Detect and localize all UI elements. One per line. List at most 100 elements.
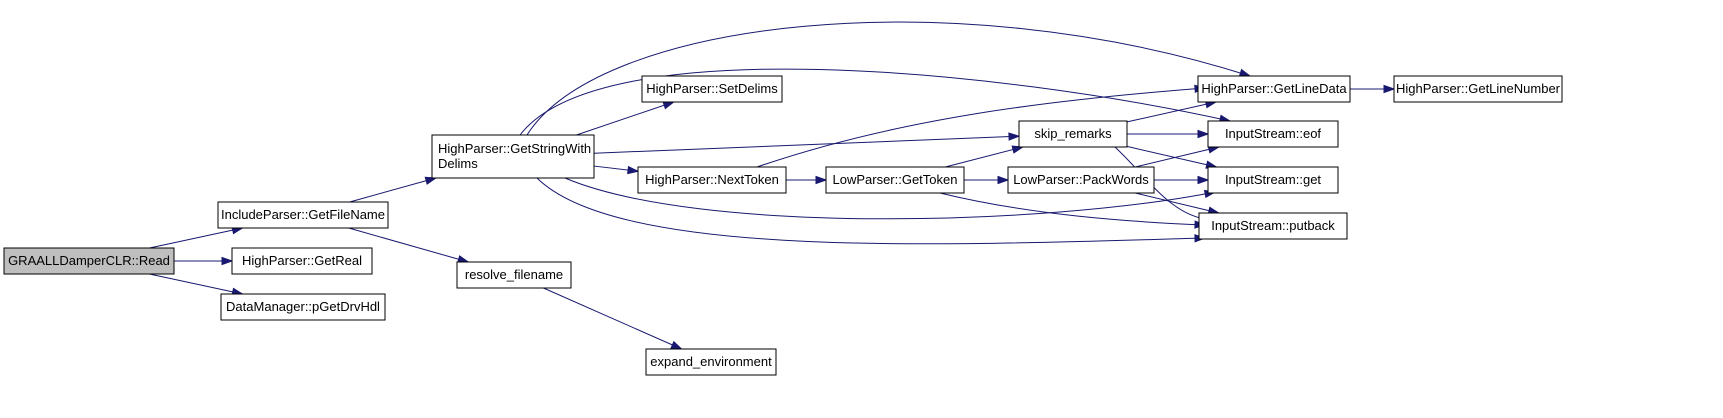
- edge-skip-remarks-to-getlinedata-line: [1126, 101, 1217, 123]
- edge-gettoken-to-putback-line: [939, 192, 1206, 226]
- nodes-layer: GRAALLDamperCLR::Read IncludeParser::GetF…: [3, 75, 1563, 376]
- edge-nexttoken-to-getlinedata: [756, 84, 1207, 168]
- node-expand-environment-box: [645, 348, 777, 376]
- node-skip-remarks-box: [1018, 120, 1128, 148]
- node-getreal-label: HighParser::GetReal: [242, 253, 362, 268]
- node-resolve-filename-label: resolve_filename: [465, 267, 563, 282]
- edge-skip-remarks-to-eof-arrowhead: [1197, 129, 1210, 139]
- node-gettoken[interactable]: LowParser::GetToken: [825, 166, 965, 194]
- node-pgetdrvhdl[interactable]: DataManager::pGetDrvHdl: [220, 293, 386, 321]
- node-gettoken-box: [825, 166, 965, 194]
- edge-getfilename-to-getstringwithdelims-line: [349, 177, 436, 203]
- edge-getstringwithdelims-to-skip-remarks: [593, 132, 1021, 154]
- node-getstringwithdelims-label-line-1: HighParser::GetStringWith: [438, 141, 591, 156]
- node-nexttoken-box: [637, 166, 787, 194]
- node-get[interactable]: InputStream::get: [1207, 166, 1339, 194]
- edge-read-to-pgetdrvhdl-line: [149, 273, 243, 295]
- node-eof[interactable]: InputStream::eof: [1207, 120, 1339, 148]
- node-getlinenumber-label: HighParser::GetLineNumber: [1396, 81, 1561, 96]
- node-expand-environment[interactable]: expand_environment: [645, 348, 777, 376]
- node-resolve-filename-box: [456, 261, 572, 289]
- node-putback[interactable]: InputStream::putback: [1198, 212, 1348, 240]
- node-pgetdrvhdl-box: [220, 293, 386, 321]
- node-packwords-box: [1007, 166, 1155, 194]
- edge-gettoken-to-skip-remarks: [945, 145, 1025, 168]
- edge-getstringwithdelims-to-eof-line: [519, 68, 1231, 136]
- edge-resolve-filename-to-expand-environment: [543, 287, 683, 350]
- node-getreal[interactable]: HighParser::GetReal: [231, 247, 373, 275]
- edge-skip-remarks-to-putback-line: [1114, 146, 1211, 221]
- edge-getstringwithdelims-to-get-line: [564, 177, 1216, 220]
- node-getlinenumber-box: [1393, 75, 1563, 103]
- node-putback-box: [1198, 212, 1348, 240]
- edge-getstringwithdelims-to-skip-remarks-line: [593, 135, 1020, 154]
- edge-gettoken-to-packwords-arrowhead: [997, 175, 1010, 185]
- edge-packwords-to-putback-line: [1135, 192, 1219, 214]
- edge-getfilename-to-getstringwithdelims-arrowhead: [424, 176, 438, 185]
- node-getstringwithdelims-label-line-2: Delims: [438, 156, 478, 171]
- node-get-box: [1207, 166, 1339, 194]
- node-expand-environment-label: expand_environment: [650, 354, 772, 369]
- edge-read-to-pgetdrvhdl: [149, 273, 245, 296]
- edge-packwords-to-eof: [1135, 145, 1221, 168]
- node-get-label: InputStream::get: [1225, 172, 1321, 187]
- node-getlinedata-box: [1197, 75, 1351, 103]
- edge-read-to-getfilename: [149, 226, 245, 249]
- node-packwords[interactable]: LowParser::PackWords: [1007, 166, 1155, 194]
- node-getlinedata[interactable]: HighParser::GetLineData: [1197, 75, 1351, 103]
- node-getfilename[interactable]: IncludeParser::GetFileName: [217, 201, 389, 229]
- node-getfilename-box: [217, 201, 389, 229]
- edge-getstringwithdelims-to-getlinedata-arrowhead: [1238, 68, 1252, 77]
- edge-getstringwithdelims-to-setdelims: [576, 101, 676, 136]
- edge-read-to-getreal-arrowhead: [221, 256, 234, 266]
- edge-skip-remarks-to-get: [1126, 145, 1218, 169]
- edge-nexttoken-to-gettoken: [786, 175, 828, 185]
- node-getlinedata-label: HighParser::GetLineData: [1201, 81, 1347, 96]
- edge-gettoken-to-skip-remarks-line: [945, 146, 1023, 168]
- edge-gettoken-to-packwords: [964, 175, 1010, 185]
- node-eof-label: InputStream::eof: [1225, 126, 1321, 141]
- edge-getstringwithdelims-to-setdelims-line: [576, 101, 674, 136]
- node-gettoken-label: LowParser::GetToken: [832, 172, 957, 187]
- edge-skip-remarks-to-eof: [1127, 129, 1210, 139]
- edge-getstringwithdelims-to-nexttoken-arrowhead: [627, 165, 640, 175]
- edge-getstringwithdelims-to-putback-line: [536, 177, 1206, 245]
- node-nexttoken-label: HighParser::NextToken: [645, 172, 779, 187]
- edge-packwords-to-get: [1154, 175, 1210, 185]
- node-putback-label: InputStream::putback: [1211, 218, 1335, 233]
- edge-resolve-filename-to-expand-environment-line: [543, 287, 682, 350]
- node-setdelims-box: [641, 75, 783, 103]
- node-read[interactable]: GRAALLDamperCLR::Read: [3, 247, 175, 275]
- node-getfilename-label: IncludeParser::GetFileName: [221, 207, 385, 222]
- edge-getlinedata-to-getlinenumber-arrowhead: [1383, 84, 1396, 94]
- edge-getstringwithdelims-to-skip-remarks-arrowhead: [1008, 132, 1021, 141]
- edge-skip-remarks-to-get-line: [1126, 145, 1217, 168]
- node-eof-box: [1207, 120, 1339, 148]
- node-setdelims[interactable]: HighParser::SetDelims: [641, 75, 783, 103]
- node-skip-remarks[interactable]: skip_remarks: [1018, 120, 1128, 148]
- edge-read-to-getfilename-line: [149, 227, 243, 249]
- edge-getlinedata-to-getlinenumber: [1350, 84, 1396, 94]
- node-pgetdrvhdl-label: DataManager::pGetDrvHdl: [226, 299, 380, 314]
- edges-layer: [149, 21, 1396, 350]
- edge-skip-remarks-to-getlinedata: [1126, 100, 1218, 123]
- edge-getfilename-to-resolve-filename-line: [348, 227, 469, 263]
- edge-gettoken-to-skip-remarks-arrowhead: [1011, 145, 1025, 154]
- node-setdelims-label: HighParser::SetDelims: [646, 81, 778, 96]
- edge-getstringwithdelims-to-nexttoken: [593, 165, 640, 175]
- node-resolve-filename[interactable]: resolve_filename: [456, 261, 572, 289]
- node-getlinenumber[interactable]: HighParser::GetLineNumber: [1393, 75, 1563, 103]
- node-read-box: [3, 247, 175, 275]
- edge-nexttoken-to-gettoken-arrowhead: [815, 175, 828, 185]
- edge-packwords-to-get-arrowhead: [1197, 175, 1210, 185]
- node-read-label: GRAALLDamperCLR::Read: [8, 253, 170, 268]
- edge-getstringwithdelims-to-getlinedata: [526, 21, 1252, 136]
- edge-read-to-getreal: [174, 256, 234, 266]
- edge-nexttoken-to-getlinedata-line: [756, 87, 1206, 168]
- node-getreal-box: [231, 247, 373, 275]
- edge-getstringwithdelims-to-getlinedata-line: [526, 21, 1251, 136]
- node-nexttoken[interactable]: HighParser::NextToken: [637, 166, 787, 194]
